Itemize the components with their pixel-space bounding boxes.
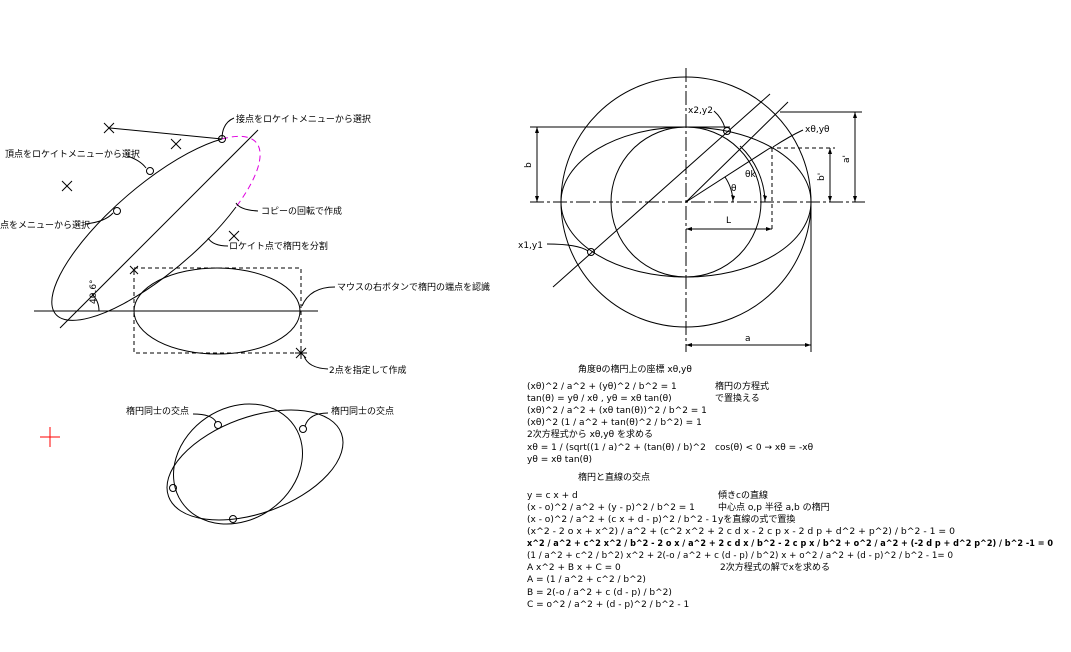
rotated-ellipse-magenta-arc (221, 135, 261, 208)
label-point-menu: 点をメニューから選択 (0, 219, 90, 231)
leader-point (84, 212, 114, 225)
x-marker-1 (103, 122, 115, 134)
label-a-prime: a' (842, 155, 852, 163)
leader-tangent-label (221, 117, 235, 140)
formulas2-line-9: B = 2(-o / a^2 + c (d - p) / b^2) (527, 588, 672, 598)
leader-xtheta (772, 129, 804, 148)
x-marker-3 (61, 180, 73, 192)
label-two-points: 2点を指定して作成 (329, 364, 406, 376)
formulas2-title: 楕円と直線の交点 (578, 471, 650, 483)
formulas1-line-6: xθ = 1 / (sqrt((1 / a)^2 + (tan(θ) / b)^… (527, 443, 706, 453)
label-intersection-left: 楕円同士の交点 (126, 405, 189, 417)
intersection-point-2 (299, 425, 307, 433)
formulas2-note-solve: 2次方程式の解でxを求める (720, 561, 830, 573)
formulas-block-2: 楕円と直線の交点 y = c x + d (x - o)^2 / a^2 + (… (527, 471, 1053, 610)
formulas1-title: 角度θの楕円上の座標 xθ,yθ (578, 363, 692, 375)
label-b-prime: b' (817, 173, 827, 181)
formulas1-line-2: tan(θ) = yθ / xθ , yθ = xθ tan(θ) (527, 394, 672, 404)
label-vertex: 頂点をロケイトメニューから選択 (5, 148, 140, 160)
label-x1y1: x1,y1 (518, 241, 543, 251)
label-xtheta: xθ,yθ (805, 125, 830, 135)
label-L: L (726, 216, 731, 226)
point-marker (113, 207, 121, 215)
x-marker-2 (170, 138, 182, 150)
formulas1-line-5: 2次方程式から xθ,yθ を求める (527, 428, 653, 440)
right-figure: θ θk b b' a' L a (518, 68, 865, 352)
left-bottom-figure: 楕円同士の交点 楕円同士の交点 (126, 403, 394, 525)
formulas2-line-10: C = o^2 / a^2 + (d - p)^2 / b^2 - 1 (527, 600, 689, 610)
formulas2-line-8: A = (1 / a^2 + c^2 / b^2) (527, 575, 646, 585)
intersect-ellipse-2 (166, 409, 344, 521)
x-marker-5 (129, 265, 139, 275)
point-x1y1 (587, 248, 595, 256)
formulas2-note-center: 中心点 o,p 半径 a,b の楕円 (718, 501, 830, 513)
intersection-point-4 (229, 515, 237, 523)
arrowheads (535, 112, 857, 347)
formulas2-line-7: A x^2 + B x + C = 0 (527, 563, 621, 573)
label-theta-k: θk (745, 170, 757, 180)
formulas1-note-cos: cos(θ) < 0 → xθ = -xθ (715, 443, 814, 453)
left-top-figure: 40.6° 接点をロケイト (0, 113, 490, 376)
formulas1-note-equation: 楕円の方程式 (715, 380, 769, 392)
point-x2y2 (723, 127, 731, 135)
formulas2-line-5: x^2 / a^2 + c^2 x^2 / b^2 - 2 o x / a^2 … (527, 539, 1053, 549)
leader-copy (235, 202, 259, 212)
x-marker-4 (228, 230, 240, 242)
label-tangent-point: 接点をロケイトメニューから選択 (236, 113, 371, 125)
formulas1-line-7: yθ = xθ tan(θ) (527, 455, 592, 465)
angle-arc (91, 293, 100, 312)
leader-x1y1 (546, 243, 589, 252)
label-a: a (745, 334, 751, 344)
horizontal-ellipse (133, 267, 301, 355)
label-copy-rotate: コピーの回転で作成 (261, 205, 342, 217)
formulas1-line-4: (xθ)^2 (1 / a^2 + tan(θ)^2 / b^2) = 1 (527, 418, 702, 428)
formulas-block-1: 角度θの楕円上の座標 xθ,yθ (xθ)^2 / a^2 + (yθ)^2 /… (527, 363, 814, 465)
crosshair-cursor-icon (40, 427, 60, 447)
leader-two-points (303, 355, 329, 370)
theta-arc (724, 176, 734, 203)
leader-vertex (126, 155, 147, 169)
label-intersection-right: 楕円同士の交点 (331, 405, 394, 417)
label-mouse-right: マウスの右ボタンで楕円の端点を認識 (337, 281, 490, 293)
formulas2-note-slope: 傾きcの直線 (718, 489, 768, 501)
intersect-ellipse-1 (173, 403, 303, 525)
formulas2-line-6: (1 / a^2 + c^2 / b^2) x^2 + 2(-o / a^2 +… (527, 551, 953, 561)
formulas2-line-3: (x - o)^2 / a^2 + (c x + d - p)^2 / b^2 … (527, 515, 717, 525)
chord-line (552, 93, 771, 288)
star-marker (295, 347, 307, 359)
formulas2-note-subst: yを直線の式で置換 (718, 513, 795, 525)
theta-line (685, 147, 771, 203)
leader-intersection-right (304, 412, 329, 427)
intersection-point-3 (169, 484, 177, 492)
vertex-marker (146, 167, 154, 175)
formulas1-line-3: (xθ)^2 / a^2 + (xθ tan(θ))^2 / b^2 = 1 (527, 406, 707, 416)
leader-mouse (301, 286, 336, 307)
intersection-point-1 (214, 421, 222, 429)
leader-split (207, 237, 229, 247)
leader-intersection-left (192, 413, 217, 423)
label-split: ロケイト点で楕円を分割 (229, 240, 328, 252)
label-x2y2: x2,y2 (688, 106, 713, 116)
label-theta: θ (731, 184, 737, 194)
rotated-ellipse-solid (51, 138, 237, 321)
angle-label: 40.6° (89, 279, 99, 304)
formulas1-line-1: (xθ)^2 / a^2 + (yθ)^2 / b^2 = 1 (527, 382, 677, 392)
label-b: b (524, 162, 534, 168)
formulas1-note-replace: で置換える (715, 392, 760, 404)
formulas2-line-4: (x^2 - 2 o x + x^2) / a^2 + (c^2 x^2 + 2… (527, 527, 955, 537)
leader-tangent (109, 127, 223, 140)
theta-k-line (685, 101, 789, 203)
leader-x2y2 (713, 110, 726, 129)
formulas2-line-2: (x - o)^2 / a^2 + (y - p)^2 / b^2 = 1 (527, 503, 695, 513)
formulas2-line-1: y = c x + d (527, 491, 578, 501)
